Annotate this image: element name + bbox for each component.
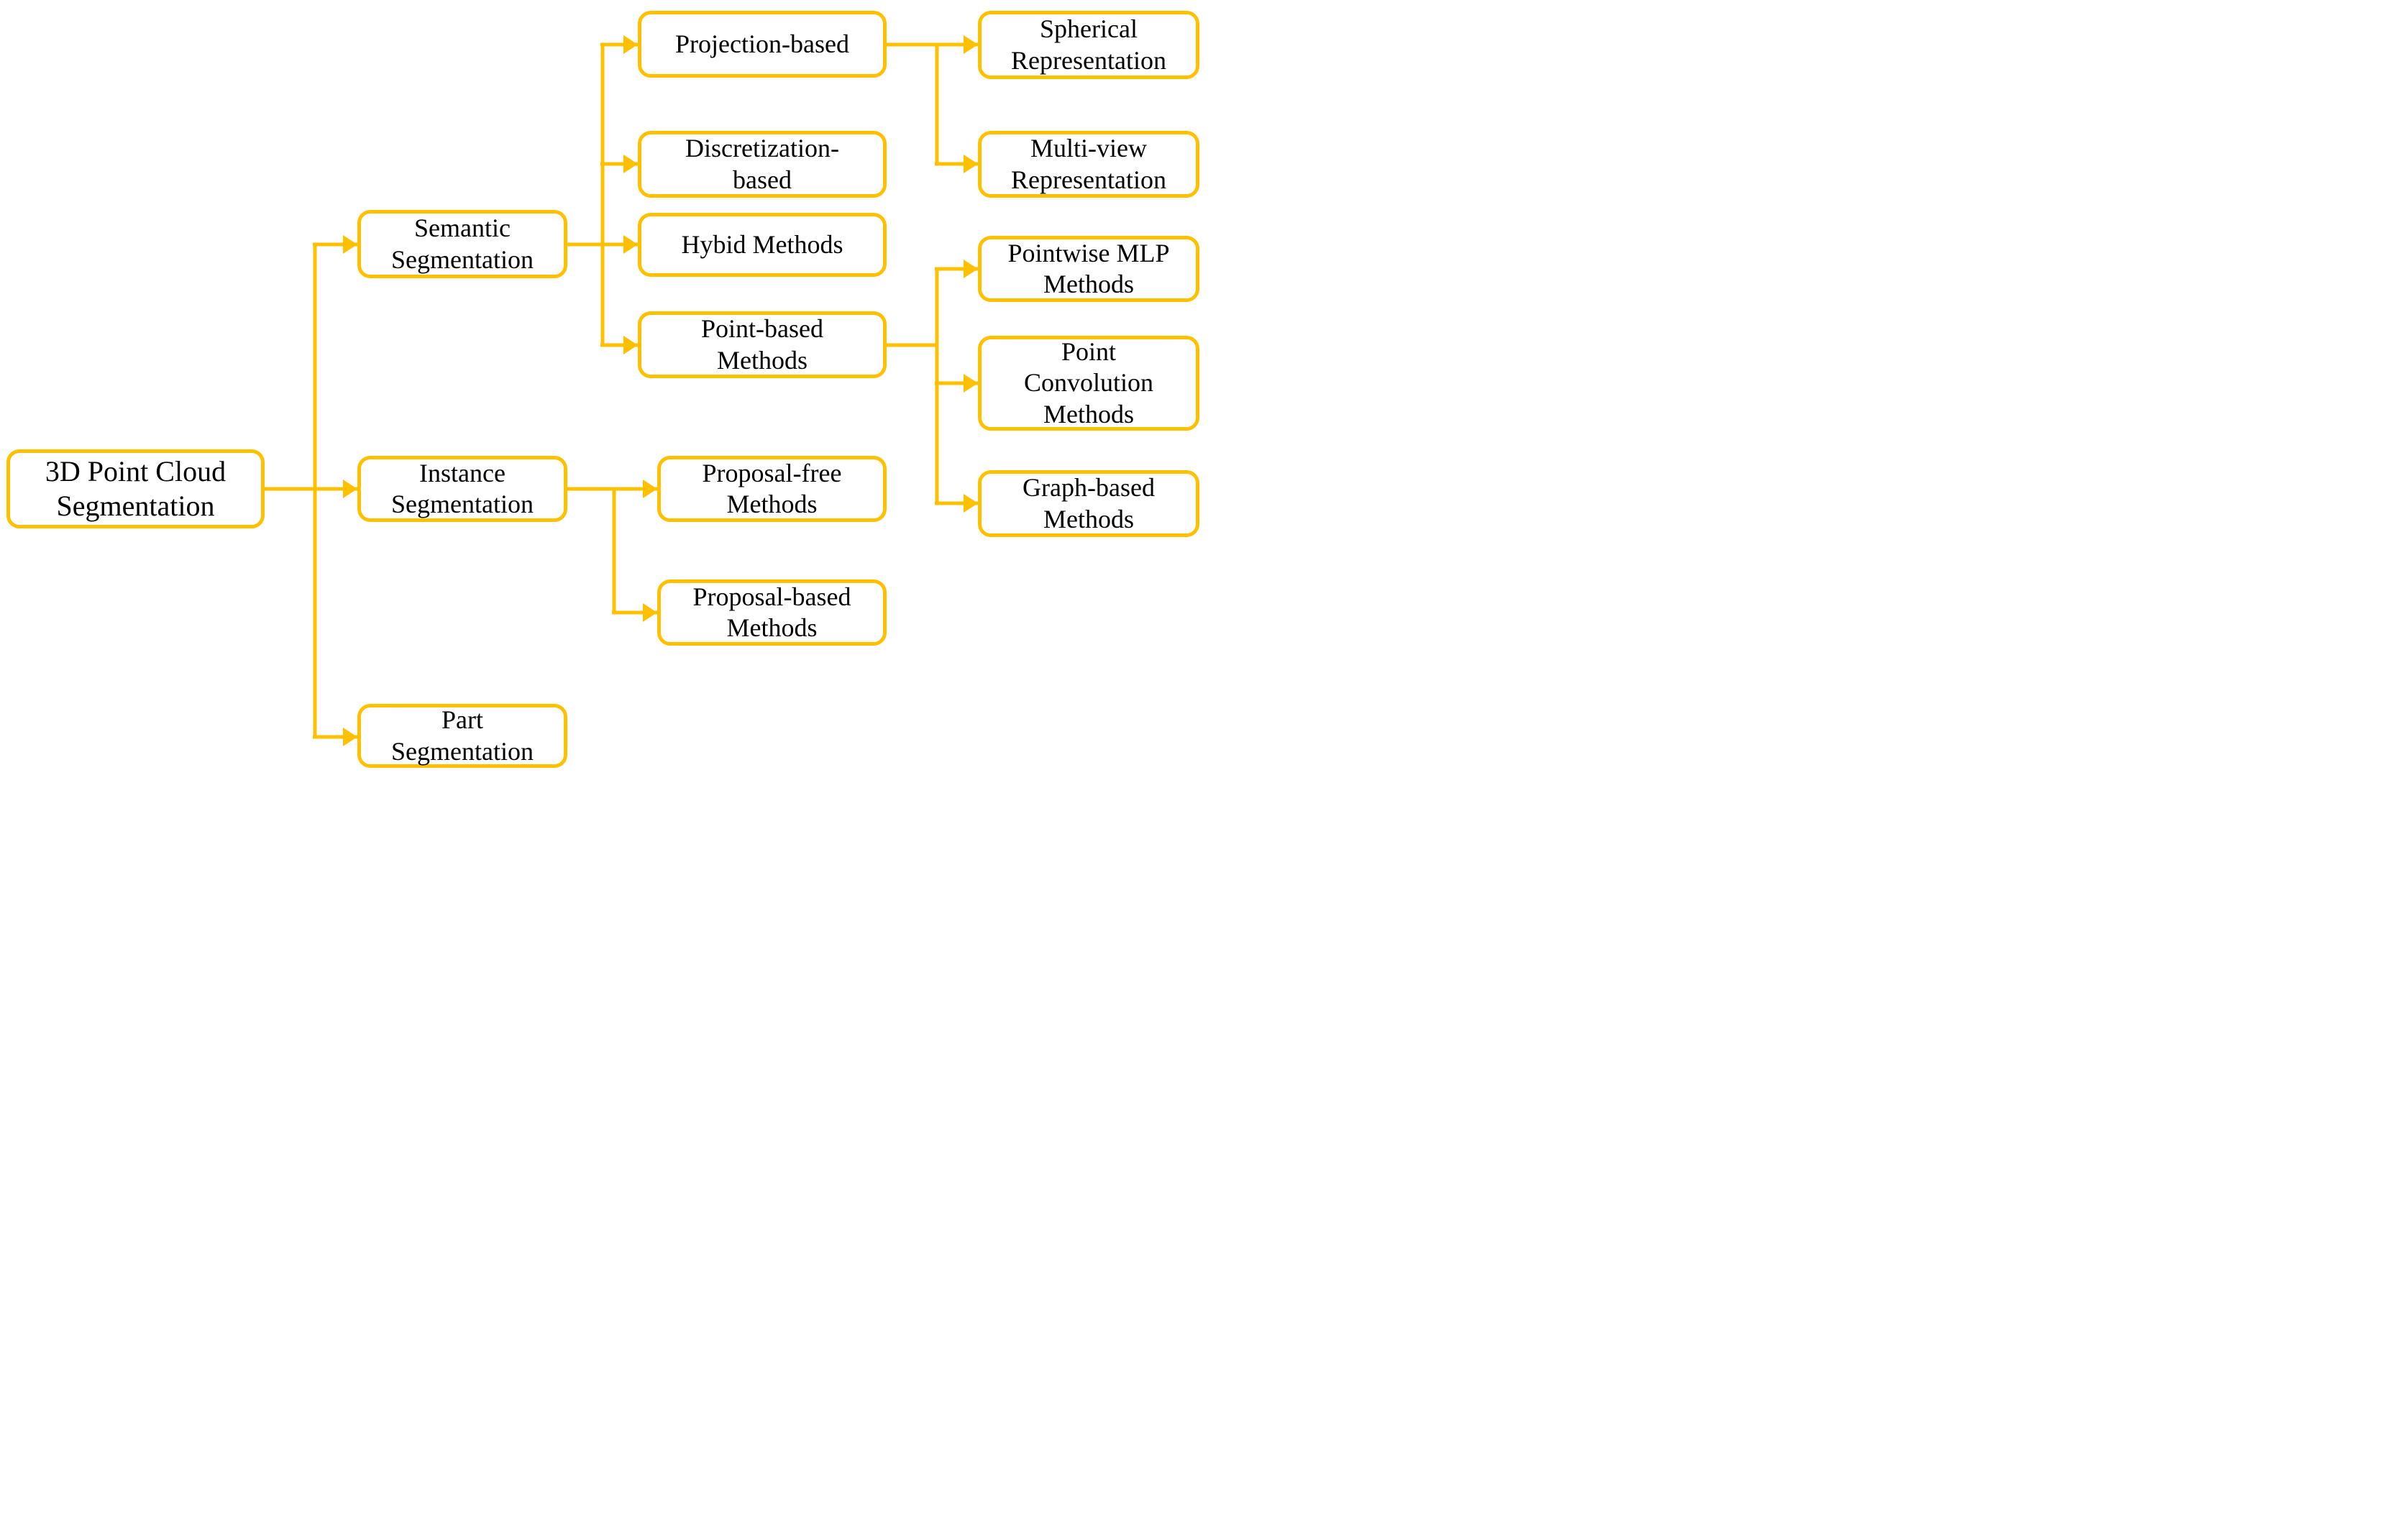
node-point-convolution-methods: Point Convolution Methods [978,336,1199,431]
node-proposal-based-methods: Proposal-based Methods [657,579,887,646]
node-point-based-methods: Point-based Methods [638,311,887,378]
node-label: Part Segmentation [391,705,534,766]
node-label: Spherical Representation [1011,14,1166,75]
node-label: Point-based Methods [701,314,823,375]
node-proposal-free-methods: Proposal-free Methods [657,456,887,522]
node-projection-based: Projection-based [638,11,887,78]
node-label: Proposal-free Methods [702,458,842,518]
taxonomy-diagram: 3D Point Cloud Segmentation Semantic Seg… [0,0,1203,770]
node-part-segmentation: Part Segmentation [357,704,567,768]
node-multi-view-representation: Multi-view Representation [978,131,1199,198]
node-spherical-representation: Spherical Representation [978,11,1199,79]
node-label: Semantic Segmentation [391,214,534,274]
node-3d-point-cloud-segmentation: 3D Point Cloud Segmentation [6,449,265,528]
node-label: Point Convolution Methods [1023,337,1154,428]
node-label: 3D Point Cloud Segmentation [45,455,227,522]
node-label: Proposal-based Methods [692,582,851,642]
node-label: Pointwise MLP Methods [1007,238,1170,298]
node-instance-segmentation: Instance Segmentation [357,456,567,522]
connector-lines-layer [265,35,978,746]
node-label: Discretization- based [685,134,839,194]
node-label: Multi-view Representation [1011,134,1166,194]
node-label: Projection-based [675,29,849,58]
node-semantic-segmentation: Semantic Segmentation [357,210,567,278]
node-discretization-based: Discretization- based [638,131,887,198]
node-pointwise-mlp-methods: Pointwise MLP Methods [978,236,1199,302]
node-hybid-methods: Hybid Methods [638,213,887,277]
node-graph-based-methods: Graph-based Methods [978,470,1199,537]
node-label: Hybid Methods [681,229,843,259]
node-label: Instance Segmentation [391,458,534,518]
node-label: Graph-based Methods [1023,473,1155,533]
